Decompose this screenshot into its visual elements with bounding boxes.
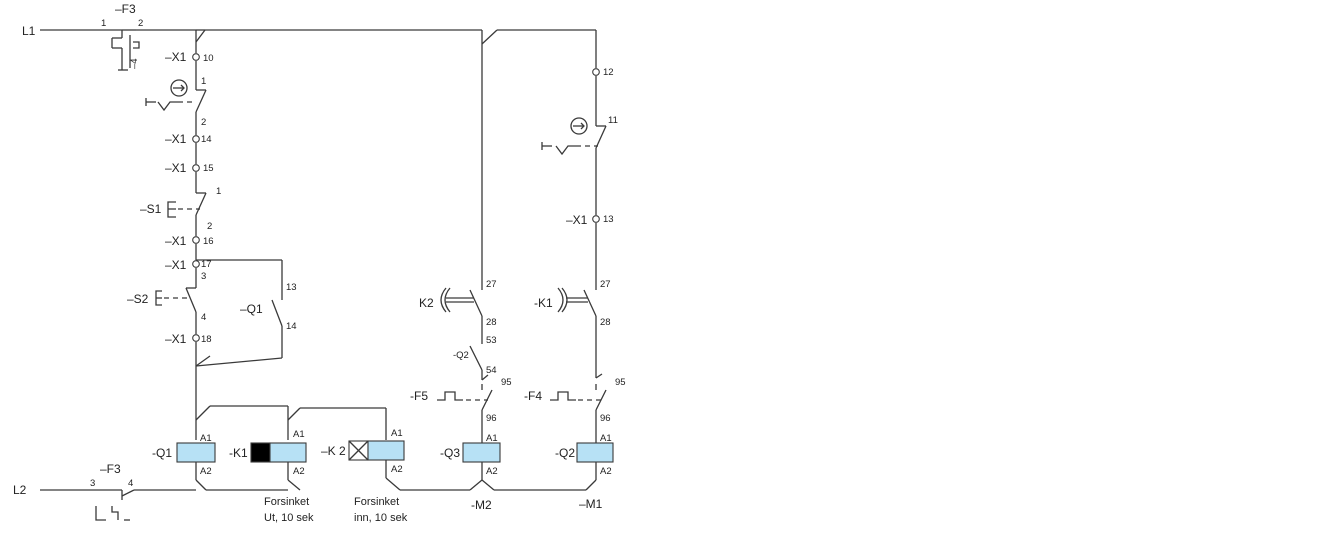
k2-caption-line2: inn, 10 sek bbox=[354, 512, 408, 524]
f3-breaker-top: –F3 1 2 –4 bbox=[101, 2, 196, 71]
coil-k1-label: -K1 bbox=[229, 446, 248, 460]
f3-bottom-label: –F3 bbox=[100, 462, 121, 476]
k2-timer-contact: K2 bbox=[419, 287, 474, 313]
f5-num-95: 95 bbox=[501, 377, 512, 388]
f4-overload: -F4 bbox=[524, 389, 602, 403]
l1-supply: L1 bbox=[22, 24, 105, 38]
f3-terminal-4: 4 bbox=[128, 478, 133, 489]
emergency-stop-icon bbox=[145, 79, 196, 112]
f3-terminal-3: 3 bbox=[90, 478, 95, 489]
contact-num-1a: 1 bbox=[201, 76, 206, 87]
timer-bus bbox=[195, 405, 387, 440]
s1-label: –S1 bbox=[140, 202, 162, 216]
k2-caption-line1: Forsinket bbox=[354, 496, 399, 508]
f3-breaker-bottom: –F3 3 4 bbox=[90, 462, 135, 521]
k2-contact-label: K2 bbox=[419, 296, 434, 310]
q1-holding-contact: 13 14 –Q1 bbox=[195, 280, 297, 367]
x1-terminal-13: 13 bbox=[603, 214, 614, 225]
l1-label: L1 bbox=[22, 24, 36, 38]
x1-label-13: –X1 bbox=[566, 213, 588, 227]
f5-num-96: 96 bbox=[486, 413, 497, 424]
q2-num-53: 53 bbox=[486, 335, 497, 346]
left-column: –X1 10 1 2 –X1 14 –X1 15 1 2 –S1 bbox=[127, 29, 283, 440]
f4-num-95: 95 bbox=[615, 377, 626, 388]
k1-caption-line1: Forsinket bbox=[264, 496, 309, 508]
q1-num-13: 13 bbox=[286, 282, 297, 293]
l2-supply: L2 bbox=[13, 483, 104, 497]
x1-terminal-18: 18 bbox=[201, 334, 212, 345]
x1-terminal-14: 14 bbox=[201, 134, 212, 145]
coil-q3-label: -Q3 bbox=[440, 446, 460, 460]
contact-num-11: 11 bbox=[608, 115, 618, 126]
s2-switch: –S2 bbox=[127, 290, 190, 306]
q2-num-54: 54 bbox=[486, 365, 497, 376]
q1-num-14: 14 bbox=[286, 321, 297, 332]
k1-num-28: 28 bbox=[600, 317, 611, 328]
m1-label: –M1 bbox=[579, 497, 603, 511]
coil-q3-a1: A1 bbox=[486, 433, 498, 444]
q3-branch: 27 28 K2 53 -Q2 54 95 -F5 96 -Q3 A1 A2 bbox=[410, 279, 512, 512]
f5-label: -F5 bbox=[410, 389, 428, 403]
q2-branch: 12 11 –X1 13 27 28 -K1 bbox=[524, 67, 626, 511]
f3-terminal-1: 1 bbox=[101, 18, 106, 29]
coil-k2-a2: A2 bbox=[391, 464, 403, 475]
top-bus bbox=[196, 29, 597, 280]
contact-num-3: 3 bbox=[201, 271, 206, 282]
bottom-return bbox=[134, 479, 586, 491]
x1-terminal-10: 10 bbox=[203, 53, 214, 64]
f4-label: -F4 bbox=[524, 389, 542, 403]
coil-q1-a2: A2 bbox=[200, 466, 212, 477]
f3-terminal-2: 2 bbox=[138, 18, 143, 29]
k1-contact-label: -K1 bbox=[534, 296, 553, 310]
coil-q3-a2: A2 bbox=[486, 466, 498, 477]
x1-label-10: –X1 bbox=[165, 50, 187, 64]
k2-num-27: 27 bbox=[486, 279, 497, 290]
coil-q2-a2: A2 bbox=[600, 466, 612, 477]
q2-contact-label: -Q2 bbox=[453, 350, 469, 361]
k1-timer-contact: -K1 bbox=[534, 287, 588, 313]
x1-terminal-15: 15 bbox=[203, 163, 214, 174]
coil-k1-a1: A1 bbox=[293, 429, 305, 440]
k1-num-27: 27 bbox=[600, 279, 611, 290]
f4-num-96: 96 bbox=[600, 413, 611, 424]
coil-k1: -K1 A1 A2 Forsinket Ut, 10 sek bbox=[229, 429, 314, 524]
k2-num-28: 28 bbox=[486, 317, 497, 328]
f3-rotated-number: –4 bbox=[129, 58, 140, 69]
x1-terminal-17: 17 bbox=[201, 259, 212, 270]
x1-terminal-16: 16 bbox=[203, 236, 214, 247]
f5-overload: -F5 bbox=[410, 389, 488, 403]
contact-num-2a: 2 bbox=[201, 117, 206, 128]
contact-num-4: 4 bbox=[201, 312, 206, 323]
coil-k2-label: –K 2 bbox=[321, 444, 346, 458]
x1-terminal-12: 12 bbox=[603, 67, 614, 78]
k1-caption-line2: Ut, 10 sek bbox=[264, 512, 314, 524]
coil-q1: -Q1 A1 A2 bbox=[152, 433, 216, 491]
x1-label-15: –X1 bbox=[165, 161, 187, 175]
x1-label-14: –X1 bbox=[165, 132, 187, 146]
f3-top-label: –F3 bbox=[115, 2, 136, 16]
coil-q2-a1: A1 bbox=[600, 433, 612, 444]
contact-num-2b: 2 bbox=[207, 221, 212, 232]
m2-label: -M2 bbox=[471, 498, 492, 512]
q1-contact-label: –Q1 bbox=[240, 302, 263, 316]
contact-num-1b: 1 bbox=[216, 186, 221, 197]
coil-k2-a1: A1 bbox=[391, 428, 403, 439]
coil-q2-label: -Q2 bbox=[555, 446, 575, 460]
x1-label-17: –X1 bbox=[165, 258, 187, 272]
s2-label: –S2 bbox=[127, 292, 149, 306]
l2-label: L2 bbox=[13, 483, 27, 497]
s1-switch: –S1 bbox=[140, 201, 200, 218]
coil-q1-label: -Q1 bbox=[152, 446, 172, 460]
coil-q1-a1: A1 bbox=[200, 433, 212, 444]
x1-label-18: –X1 bbox=[165, 332, 187, 346]
coil-k1-a2: A2 bbox=[293, 466, 305, 477]
emergency-stop-icon-right bbox=[541, 117, 598, 156]
coil-k2: –K 2 A1 A2 Forsinket inn, 10 sek bbox=[321, 428, 408, 524]
x1-label-16: –X1 bbox=[165, 234, 187, 248]
